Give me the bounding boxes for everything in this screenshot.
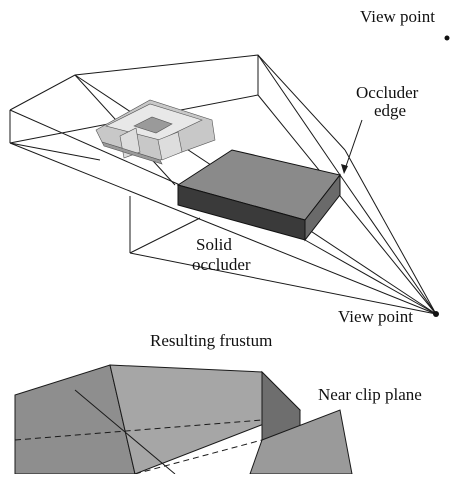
top-diagram xyxy=(9,35,450,317)
view-point-top-label: View point xyxy=(360,7,435,26)
ray-5 xyxy=(339,174,437,315)
ray-2 xyxy=(9,142,437,315)
building-model xyxy=(95,99,216,165)
solid-occluder-label-2: occluder xyxy=(192,255,251,274)
solid-occluder xyxy=(176,149,341,242)
frustum-left-long xyxy=(9,109,181,186)
occluder-edge-pointer xyxy=(343,119,363,173)
occluder-edge-arrowhead xyxy=(341,164,348,174)
building-front-shadow xyxy=(101,141,163,165)
frustum-lower-diag xyxy=(129,217,201,254)
occluder-edge-label-2: edge xyxy=(374,101,406,120)
building-wing-right xyxy=(157,131,183,161)
ray-6 xyxy=(257,94,437,315)
frustum-right-upper xyxy=(257,54,341,176)
ray-4 xyxy=(344,149,437,315)
frustum-top-edge xyxy=(9,54,346,151)
resulting-frustum-diagram xyxy=(14,364,353,475)
frustum-dashed-edge xyxy=(14,419,263,441)
resulting-frustum-title: Resulting frustum xyxy=(150,331,272,350)
view-point-bottom-dot xyxy=(433,311,439,317)
occluder-side-face xyxy=(304,173,341,242)
ray-7 xyxy=(304,239,437,315)
frustum-bottom-left xyxy=(9,142,101,161)
near-clip-plane-label: Near clip plane xyxy=(318,385,422,404)
building-courtyard xyxy=(133,116,173,134)
occluder-edge-label-1: Occluder xyxy=(356,83,419,102)
view-point-bottom-label: View point xyxy=(338,307,413,326)
frustum-dashed-edge-2 xyxy=(134,439,263,475)
ray-3 xyxy=(129,252,437,315)
view-point-top-dot xyxy=(444,35,450,41)
solid-occluder-label-1: Solid xyxy=(196,235,232,254)
frustum-ridge-line xyxy=(74,389,176,475)
